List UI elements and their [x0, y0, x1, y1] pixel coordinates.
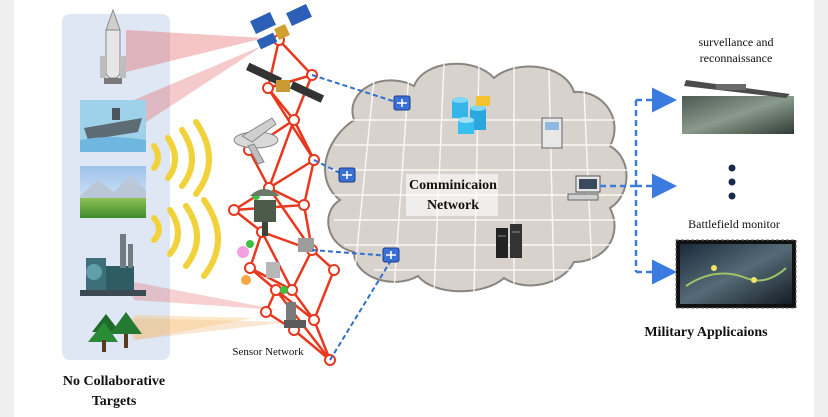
comm-network-label-line1: Comminicaion [409, 178, 497, 193]
comm-network-label-line2: Network [427, 198, 479, 213]
sensing-beams [124, 30, 289, 340]
computer-icon [541, 117, 563, 149]
surveillance-label-line1: survellance and [699, 35, 774, 49]
aircraft-carrier-icon [80, 100, 146, 152]
computer-icon [567, 175, 601, 201]
router-icon [338, 167, 356, 183]
router-icon [382, 247, 400, 263]
satellite-icon [245, 62, 325, 103]
battlefield-monitor-image [675, 239, 797, 309]
uav-icon [233, 117, 279, 165]
more-applications-dots [728, 164, 736, 200]
database-icon [452, 96, 490, 134]
sensor-network-label: Sensor Network [232, 346, 304, 358]
battlefield-label: Battlefield monitor [688, 217, 780, 231]
server-icon [496, 224, 522, 258]
surveillance-label-line2: reconnaissance [700, 51, 773, 65]
landscape-icon [80, 166, 146, 218]
military-applications-label: Military Applicaions [644, 325, 768, 340]
cloud-label-bg [406, 174, 498, 216]
factory-icon [80, 234, 146, 296]
sensing-waves [151, 119, 221, 279]
rocket-icon [100, 8, 126, 84]
application-arrows [600, 87, 677, 285]
satellite-icon [250, 4, 312, 50]
surveillance-image [682, 80, 794, 134]
left-panel-label-line2: Targets [92, 394, 137, 409]
sensor-small-icons [237, 238, 314, 328]
left-panel-label-line1: No Collaborative [63, 374, 165, 389]
diagram: Comminicaion Network survellance and rec… [62, 4, 797, 409]
radar-icon [250, 189, 280, 236]
trees-icon [88, 312, 142, 352]
communication-links [311, 74, 403, 361]
router-icon [393, 95, 411, 111]
